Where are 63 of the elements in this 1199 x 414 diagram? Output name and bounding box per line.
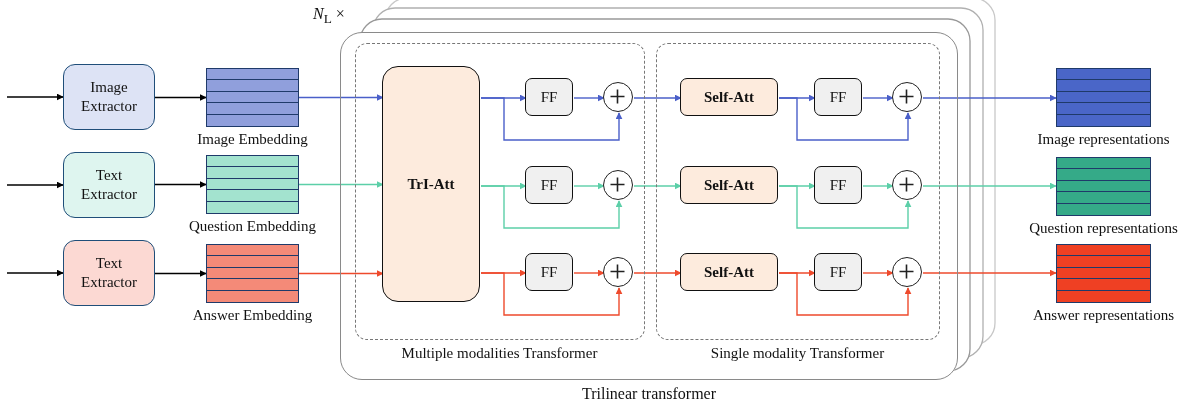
arrow bbox=[922, 269, 1057, 277]
arrow bbox=[633, 269, 682, 277]
ff-label: FF bbox=[540, 263, 558, 281]
block-title: Trilinear transformer bbox=[580, 385, 717, 403]
attention-label: Self-Att bbox=[704, 88, 754, 106]
ff-label: FF bbox=[540, 176, 558, 194]
embedding-label: Image Embedding bbox=[196, 131, 309, 148]
arrow bbox=[480, 185, 623, 229]
embedding-label: Question Embedding bbox=[187, 218, 318, 235]
attention-label: Self-Att bbox=[704, 263, 754, 281]
arrow bbox=[778, 272, 912, 316]
arrow bbox=[154, 181, 207, 188]
arrow bbox=[862, 269, 894, 277]
self-attention-box bbox=[680, 253, 778, 291]
feed-forward-box bbox=[525, 78, 573, 116]
arrow bbox=[862, 94, 894, 102]
arrow bbox=[778, 97, 912, 141]
extractor-label: Text Extractor bbox=[80, 165, 138, 204]
representation-label: Answer representations bbox=[1031, 307, 1176, 324]
attention-label: TrI-Att bbox=[407, 175, 455, 193]
arrow bbox=[573, 269, 605, 277]
arrow bbox=[6, 181, 64, 189]
arrow bbox=[6, 269, 64, 277]
group-title: Single modality Transformer bbox=[709, 344, 886, 362]
arrow bbox=[154, 270, 207, 277]
feed-forward-box bbox=[814, 166, 862, 204]
extractor-box bbox=[63, 240, 155, 306]
embedding-label: Answer Embedding bbox=[191, 307, 314, 324]
group-title: Multiple modalities Transformer bbox=[400, 344, 599, 362]
arrow bbox=[298, 270, 384, 277]
extractor-label: Text Extractor bbox=[80, 253, 138, 292]
ff-label: FF bbox=[829, 88, 847, 106]
representation-label: Question representations bbox=[1028, 220, 1179, 237]
feed-forward-box bbox=[525, 253, 573, 291]
extractor-box bbox=[63, 64, 155, 130]
arrow bbox=[6, 93, 64, 101]
arrow bbox=[154, 94, 207, 101]
representation-label: Image representations bbox=[1036, 131, 1171, 148]
extractor-label: Image Extractor bbox=[80, 77, 138, 116]
feed-forward-box bbox=[814, 78, 862, 116]
feed-forward-box bbox=[814, 253, 862, 291]
ff-label: FF bbox=[829, 176, 847, 194]
arrow bbox=[480, 272, 623, 316]
feed-forward-box bbox=[525, 166, 573, 204]
arrow bbox=[573, 94, 605, 102]
attention-label: Self-Att bbox=[704, 176, 754, 194]
ff-label: FF bbox=[540, 88, 558, 106]
self-attention-box bbox=[680, 78, 778, 116]
self-attention-box bbox=[680, 166, 778, 204]
arrow bbox=[922, 182, 1057, 190]
arrow bbox=[922, 94, 1057, 102]
arrow bbox=[862, 182, 894, 190]
arrow bbox=[573, 182, 605, 190]
arrow bbox=[298, 94, 384, 101]
arrow bbox=[778, 185, 912, 229]
arrow bbox=[298, 181, 384, 188]
arrow bbox=[633, 182, 682, 190]
arrow bbox=[480, 97, 623, 141]
ff-label: FF bbox=[829, 263, 847, 281]
attention-block bbox=[382, 66, 480, 302]
arrow bbox=[633, 94, 682, 102]
layer-count: N$_{L}$ × bbox=[313, 5, 345, 28]
extractor-box bbox=[63, 152, 155, 218]
